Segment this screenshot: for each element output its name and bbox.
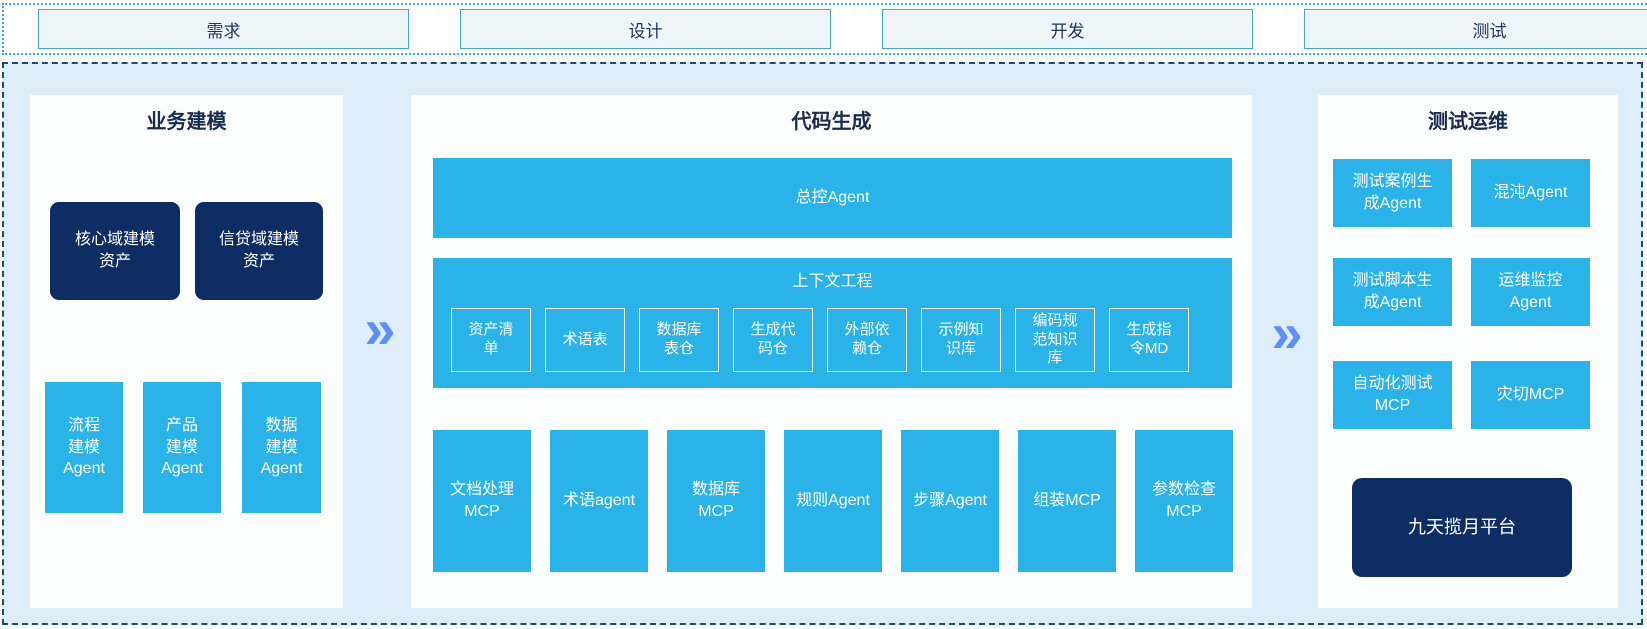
node-jiutian-lanyue-platform: 九天揽月平台 — [1352, 478, 1572, 577]
panel-business-modeling: 业务建模 核心域建模 资产 信贷域建模 资产 流程 建模 Agent 产品 建模… — [30, 95, 343, 608]
flow-arrow-icon: » — [364, 297, 395, 360]
node-example-knowledge-base: 示例知 识库 — [921, 308, 1001, 372]
context-items-row: 资产清 单 术语表 数据库 表仓 生成代 码仓 外部依 赖仓 示例知 识库 编码… — [451, 308, 1218, 372]
node-master-control-agent: 总控Agent — [433, 158, 1232, 238]
node-database-mcp: 数据库 MCP — [667, 430, 765, 572]
node-generated-code-repo: 生成代 码仓 — [733, 308, 813, 372]
node-test-case-generation-agent: 测试案例生 成Agent — [1333, 159, 1452, 227]
phase-box-testing: 测试 — [1304, 9, 1647, 49]
panel-test-ops: 测试运维 测试案例生 成Agent 混沌Agent 测试脚本生 成Agent 运… — [1318, 95, 1618, 608]
node-process-modeling-agent: 流程 建模 Agent — [45, 382, 123, 513]
node-external-dependency-repo: 外部依 赖仓 — [827, 308, 907, 372]
phase-box-development: 开发 — [882, 9, 1253, 49]
phase-box-design: 设计 — [460, 9, 831, 49]
node-asset-list: 资产清 单 — [451, 308, 531, 372]
phase-box-requirements: 需求 — [38, 9, 409, 49]
tool-boxes-row: 文档处理 MCP 术语agent 数据库 MCP 规则Agent 步骤Agent… — [433, 430, 1233, 572]
node-rules-agent: 规则Agent — [784, 430, 882, 572]
node-ops-monitoring-agent: 运维监控 Agent — [1471, 258, 1590, 326]
node-parameter-check-mcp: 参数检查 MCP — [1135, 430, 1233, 572]
node-automated-testing-mcp: 自动化测试 MCP — [1333, 361, 1452, 429]
node-coding-standards-knowledge-base: 编码规 范知识 库 — [1015, 308, 1095, 372]
node-credit-domain-modeling-assets: 信贷域建模 资产 — [195, 202, 323, 300]
section-title-context-engineering: 上下文工程 — [792, 273, 873, 290]
node-product-modeling-agent: 产品 建模 Agent — [143, 382, 221, 513]
flow-arrow-icon: » — [1271, 301, 1302, 364]
node-chaos-agent: 混沌Agent — [1471, 159, 1590, 227]
main-container: 业务建模 核心域建模 资产 信贷域建模 资产 流程 建模 Agent 产品 建模… — [2, 62, 1643, 625]
panel-title-business-modeling: 业务建模 — [146, 111, 227, 133]
phase-strip: 需求 设计 开发 测试 — [2, 3, 1647, 55]
node-database-table-repo: 数据库 表仓 — [639, 308, 719, 372]
node-glossary-agent: 术语agent — [550, 430, 648, 572]
panel-code-generation: 代码生成 总控Agent 上下文工程 资产清 单 术语表 数据库 表仓 生成代 … — [411, 95, 1252, 608]
section-context-engineering: 上下文工程 资产清 单 术语表 数据库 表仓 生成代 码仓 外部依 赖仓 示例知… — [433, 258, 1232, 388]
panel-title-test-ops: 测试运维 — [1428, 111, 1508, 133]
node-document-processing-mcp: 文档处理 MCP — [433, 430, 531, 572]
node-glossary: 术语表 — [545, 308, 625, 372]
node-core-domain-modeling-assets: 核心域建模 资产 — [50, 202, 180, 300]
node-disaster-switch-mcp: 灾切MCP — [1471, 361, 1590, 429]
node-generation-instruction-md: 生成指 令MD — [1109, 308, 1189, 372]
node-steps-agent: 步骤Agent — [901, 430, 999, 572]
node-assembly-mcp: 组装MCP — [1018, 430, 1116, 572]
node-data-modeling-agent: 数据 建模 Agent — [242, 382, 321, 513]
node-test-script-generation-agent: 测试脚本生 成Agent — [1333, 258, 1452, 326]
panel-title-code-generation: 代码生成 — [791, 111, 872, 133]
